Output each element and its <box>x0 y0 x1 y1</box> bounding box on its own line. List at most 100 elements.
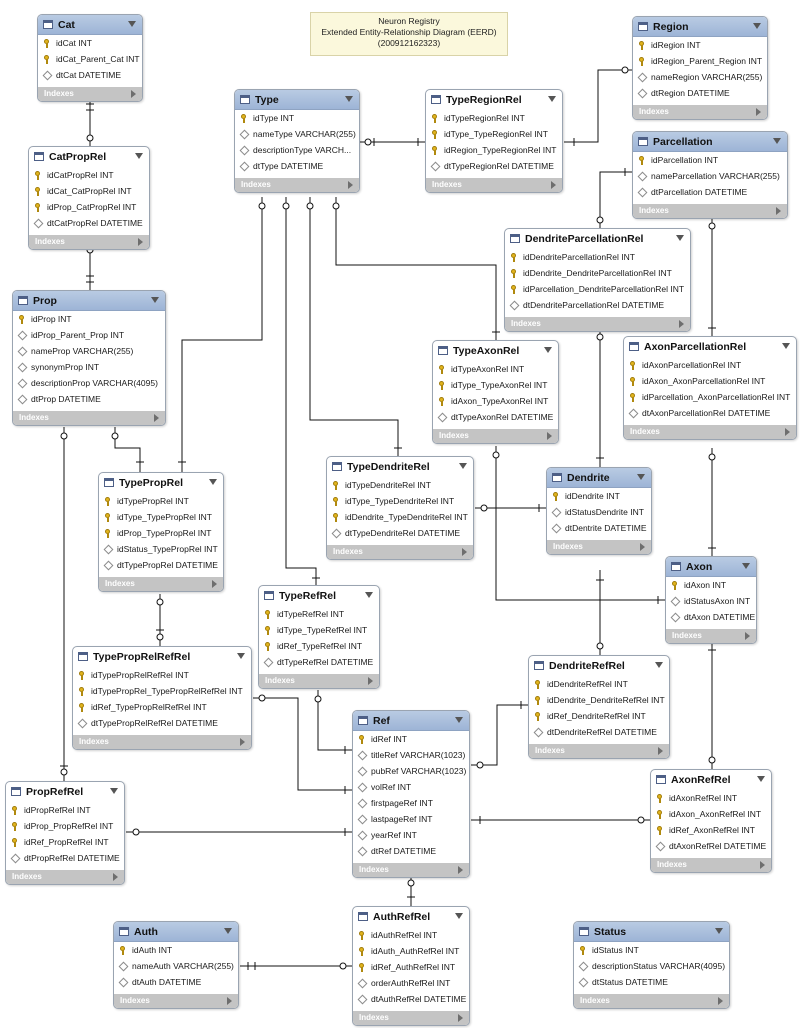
column-row[interactable]: dtTypeAxonRel DATETIME <box>433 409 558 425</box>
column-row[interactable]: idRef_AuthRefRel INT <box>353 959 469 975</box>
column-row[interactable]: dtDendriteParcellationRel DATETIME <box>505 297 690 313</box>
indexes-footer[interactable]: Indexes <box>433 429 558 443</box>
table-header[interactable]: TypeRefRel <box>259 586 379 606</box>
column-row[interactable]: idAuth_AuthRefRel INT <box>353 943 469 959</box>
column-row[interactable]: idTypePropRelRefRel INT <box>73 667 251 683</box>
indexes-footer[interactable]: Indexes <box>633 204 787 218</box>
column-row[interactable]: idCat INT <box>38 35 142 51</box>
column-row[interactable]: idParcellation INT <box>633 152 787 168</box>
expand-arrow-icon[interactable] <box>138 238 143 246</box>
column-row[interactable]: idParcellation_AxonParcellationRel INT <box>624 389 796 405</box>
table-header[interactable]: AuthRefRel <box>353 907 469 927</box>
column-row[interactable]: dtParcellation DATETIME <box>633 184 787 200</box>
column-row[interactable]: descriptionProp VARCHAR(4095) <box>13 375 165 391</box>
table-header[interactable]: TypePropRelRefRel <box>73 647 251 667</box>
column-row[interactable]: dtTypeRegionRel DATETIME <box>426 158 562 174</box>
column-row[interactable]: idCat_Parent_Cat INT <box>38 51 142 67</box>
collapse-arrow-icon[interactable] <box>128 21 136 27</box>
column-row[interactable]: idAxon_AxonRefRel INT <box>651 806 771 822</box>
column-row[interactable]: dtDentrite DATETIME <box>547 520 651 536</box>
collapse-arrow-icon[interactable] <box>110 788 118 794</box>
column-row[interactable]: dtTypeDendriteRel DATETIME <box>327 525 473 541</box>
collapse-arrow-icon[interactable] <box>209 479 217 485</box>
collapse-arrow-icon[interactable] <box>637 474 645 480</box>
expand-arrow-icon[interactable] <box>776 207 781 215</box>
expand-arrow-icon[interactable] <box>658 747 663 755</box>
table-header[interactable]: Prop <box>13 291 165 311</box>
indexes-footer[interactable]: Indexes <box>426 178 562 192</box>
column-row[interactable]: dtProp DATETIME <box>13 391 165 407</box>
column-row[interactable]: idStatus INT <box>574 942 729 958</box>
table-header[interactable]: TypeDendriteRel <box>327 457 473 477</box>
column-row[interactable]: idRegion_TypeRegionRel INT <box>426 142 562 158</box>
indexes-footer[interactable]: Indexes <box>353 1011 469 1025</box>
collapse-arrow-icon[interactable] <box>151 297 159 303</box>
column-row[interactable]: idType_TypeRegionRel INT <box>426 126 562 142</box>
table-header[interactable]: Cat <box>38 15 142 35</box>
column-row[interactable]: idAxon_TypeAxonRel INT <box>433 393 558 409</box>
indexes-footer[interactable]: Indexes <box>666 629 756 643</box>
expand-arrow-icon[interactable] <box>462 548 467 556</box>
indexes-footer[interactable]: Indexes <box>327 545 473 559</box>
column-row[interactable]: idDendrite_DendriteRefRel INT <box>529 692 669 708</box>
column-row[interactable]: nameAuth VARCHAR(255) <box>114 958 238 974</box>
expand-arrow-icon[interactable] <box>551 181 556 189</box>
column-row[interactable]: dtTypeRefRel DATETIME <box>259 654 379 670</box>
column-row[interactable]: dtAxon DATETIME <box>666 609 756 625</box>
column-row[interactable]: dtCat DATETIME <box>38 67 142 83</box>
column-row[interactable]: idProp_TypePropRel INT <box>99 525 223 541</box>
expand-arrow-icon[interactable] <box>718 997 723 1005</box>
indexes-footer[interactable]: Indexes <box>651 858 771 872</box>
table-header[interactable]: Axon <box>666 557 756 577</box>
column-row[interactable]: idProp INT <box>13 311 165 327</box>
column-row[interactable]: idTypeRegionRel INT <box>426 110 562 126</box>
indexes-footer[interactable]: Indexes <box>235 178 359 192</box>
indexes-footer[interactable]: Indexes <box>529 744 669 758</box>
indexes-footer[interactable]: Indexes <box>259 674 379 688</box>
column-row[interactable]: idType_TypeAxonRel INT <box>433 377 558 393</box>
column-row[interactable]: lastpageRef INT <box>353 811 469 827</box>
column-row[interactable]: idAuth INT <box>114 942 238 958</box>
column-row[interactable]: idDendrite INT <box>547 488 651 504</box>
expand-arrow-icon[interactable] <box>227 997 232 1005</box>
column-row[interactable]: dtAuth DATETIME <box>114 974 238 990</box>
column-row[interactable]: idAxon INT <box>666 577 756 593</box>
table-header[interactable]: Status <box>574 922 729 942</box>
collapse-arrow-icon[interactable] <box>345 96 353 102</box>
indexes-footer[interactable]: Indexes <box>99 577 223 591</box>
collapse-arrow-icon[interactable] <box>455 913 463 919</box>
column-row[interactable]: idType_TypeRefRel INT <box>259 622 379 638</box>
indexes-footer[interactable]: Indexes <box>633 105 767 119</box>
column-row[interactable]: idType_TypeDendriteRel INT <box>327 493 473 509</box>
table-header[interactable]: DendriteRefRel <box>529 656 669 676</box>
table-header[interactable]: DendriteParcellationRel <box>505 229 690 249</box>
expand-arrow-icon[interactable] <box>760 861 765 869</box>
collapse-arrow-icon[interactable] <box>753 23 761 29</box>
column-row[interactable]: idRef_DendriteRefRel INT <box>529 708 669 724</box>
column-row[interactable]: dtRegion DATETIME <box>633 85 767 101</box>
column-row[interactable]: dtTypePropRelRefRel DATETIME <box>73 715 251 731</box>
column-row[interactable]: idRegion_Parent_Region INT <box>633 53 767 69</box>
column-row[interactable]: volRef INT <box>353 779 469 795</box>
indexes-footer[interactable]: Indexes <box>114 994 238 1008</box>
column-row[interactable]: dtAxonRefRel DATETIME <box>651 838 771 854</box>
collapse-arrow-icon[interactable] <box>544 347 552 353</box>
indexes-footer[interactable]: Indexes <box>547 540 651 554</box>
column-row[interactable]: idAxonParcellationRel INT <box>624 357 796 373</box>
expand-arrow-icon[interactable] <box>745 632 750 640</box>
column-row[interactable]: dtAxonParcellationRel DATETIME <box>624 405 796 421</box>
table-header[interactable]: CatPropRel <box>29 147 149 167</box>
